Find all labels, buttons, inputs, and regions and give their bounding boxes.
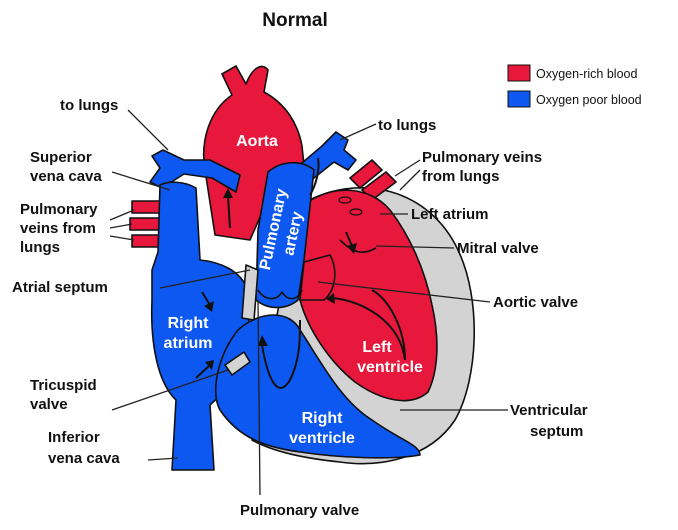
legend: Oxygen-rich blood Oxygen poor blood — [508, 65, 642, 107]
label-tricuspid-valve-line1: Tricuspid — [30, 377, 97, 394]
label-right-ventricle-line1: Right — [302, 410, 344, 427]
label-ventricular-septum-line2: septum — [530, 423, 583, 440]
label-superior-vena-cava-line2: vena cava — [30, 168, 102, 185]
label-mitral-valve: Mitral valve — [457, 240, 539, 257]
label-left-ventricle-line2: ventricle — [357, 359, 423, 376]
diagram-title: Normal — [262, 10, 327, 31]
label-ventricular-septum-line1: Ventricular — [510, 402, 588, 419]
label-pulmonary-veins-left-line3: lungs — [20, 239, 60, 256]
label-inferior-vena-cava-line1: Inferior — [48, 429, 100, 446]
label-inferior-vena-cava-line2: vena cava — [48, 450, 120, 467]
label-aorta: Aorta — [236, 133, 278, 150]
label-pulmonary-veins-right-line2: from lungs — [422, 168, 500, 185]
label-aortic-valve: Aortic valve — [493, 294, 578, 311]
label-to-lungs-right: to lungs — [378, 117, 436, 134]
legend-swatch-oxygen-rich — [508, 65, 530, 81]
legend-label-oxygen-poor: Oxygen poor blood — [536, 93, 642, 107]
label-left-ventricle-line1: Left — [362, 339, 392, 356]
label-right-atrium-line2: atrium — [164, 335, 213, 352]
label-left-atrium: Left atrium — [411, 206, 489, 223]
label-right-atrium-line1: Right — [168, 315, 210, 332]
aortic-root — [300, 255, 335, 300]
label-to-lungs-left: to lungs — [60, 97, 118, 114]
label-pulmonary-veins-left-line2: veins from — [20, 220, 96, 237]
legend-label-oxygen-rich: Oxygen-rich blood — [536, 67, 637, 81]
label-right-ventricle-line2: ventricle — [289, 430, 355, 447]
label-pulmonary-veins-left-line1: Pulmonary — [20, 201, 98, 218]
atrial-septum-wall — [242, 265, 258, 320]
label-superior-vena-cava-line1: Superior — [30, 149, 92, 166]
label-pulmonary-valve: Pulmonary valve — [240, 502, 359, 519]
label-tricuspid-valve-line2: valve — [30, 396, 68, 413]
label-pulmonary-veins-right-line1: Pulmonary veins — [422, 149, 542, 166]
label-atrial-septum: Atrial septum — [12, 279, 108, 296]
legend-swatch-oxygen-poor — [508, 91, 530, 107]
